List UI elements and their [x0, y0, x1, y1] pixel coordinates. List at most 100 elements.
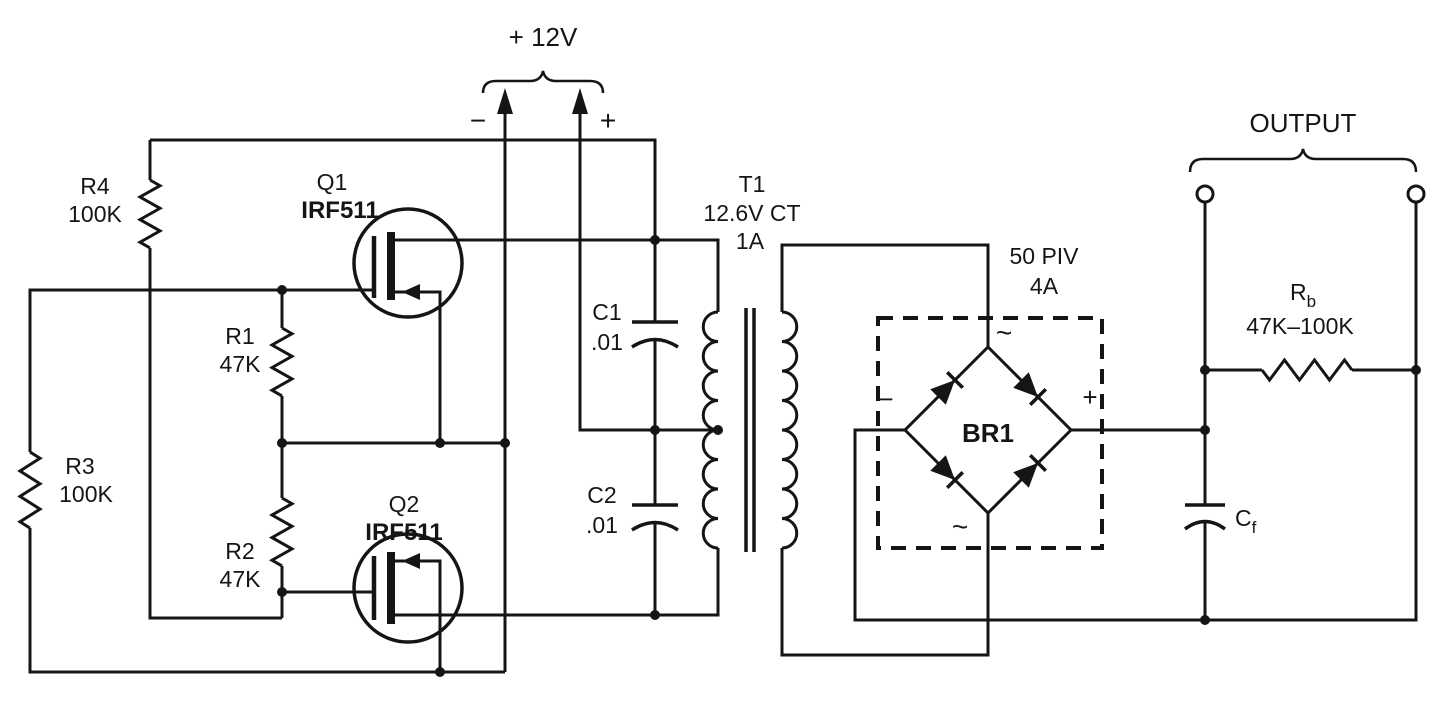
br1-ac-bottom-label: ~: [952, 511, 968, 542]
output-brace: [1188, 148, 1418, 173]
top-rail-wire: [150, 138, 657, 240]
br1-neg-output-wire: [853, 428, 1205, 622]
junction-dots: [277, 235, 1421, 677]
junction-gate2: [277, 587, 287, 597]
bridge-br1: 50 PIV 4A BR1 ~ ~ − +: [853, 243, 1205, 622]
c2-plate-bottom: [631, 520, 679, 532]
t1-secondary-coil: [781, 310, 799, 550]
br1-neg-label: −: [878, 384, 893, 414]
r1-zigzag: [268, 326, 296, 398]
wires-left: [28, 138, 657, 674]
resistor-r1: R1 47K: [220, 323, 296, 398]
power-input: + 12V − +: [470, 22, 718, 672]
junction-cf-bottom: [1200, 615, 1210, 625]
junction-drain1: [650, 235, 660, 245]
c1-ref: C1: [592, 299, 621, 325]
rb-ref-sub: b: [1307, 292, 1316, 311]
bleeder-rb: Rb 47K–100K: [1205, 279, 1416, 383]
q1-part: IRF511: [301, 197, 378, 224]
cf-ref: Cf: [1235, 505, 1257, 537]
br1-piv-rating: 50 PIV: [1009, 243, 1079, 269]
capacitor-c1: C1 .01: [591, 240, 679, 430]
br1-current-rating: 4A: [1030, 273, 1059, 299]
r1-ref: R1: [225, 323, 254, 349]
junction-drain2: [650, 610, 660, 620]
junction-bridge-pos: [1200, 425, 1210, 435]
diode-bottom-left-icon: [930, 455, 965, 490]
cf-ref-main: C: [1235, 505, 1252, 531]
bottom-rail-wire: [28, 528, 505, 674]
left-trunk-wire: [148, 248, 282, 620]
output-neg-rail-wire: [1205, 202, 1418, 622]
supply-neg-label: −: [470, 105, 486, 136]
output-terminal-left: [1195, 184, 1215, 204]
diode-top-right-icon: [1013, 372, 1048, 407]
c2-ref: C2: [587, 482, 616, 508]
junction-neg-rail: [500, 438, 510, 448]
c1-value: .01: [591, 329, 623, 355]
secondary-bottom-wire: [780, 513, 990, 657]
rb-ref: Rb: [1290, 279, 1316, 311]
secondary-top-wire: [780, 243, 990, 347]
rb-zigzag: [1260, 357, 1354, 383]
mosfet-q1: Q1 IRF511: [301, 169, 720, 443]
c1-plate-bottom: [631, 337, 679, 349]
output-label: OUTPUT: [1250, 108, 1357, 138]
br1-ac-top-label: ~: [996, 317, 1012, 348]
junction-rb-right: [1411, 365, 1421, 375]
cf-plate-bottom: [1183, 519, 1227, 531]
r1-value: 47K: [220, 351, 262, 377]
rb-value: 47K–100K: [1246, 313, 1354, 339]
q2-body-circle: [352, 532, 464, 644]
r3-zigzag: [17, 450, 43, 530]
t1-spec: 12.6V CT: [703, 200, 800, 226]
r2-zigzag: [268, 496, 296, 568]
r3-value: 100K: [59, 481, 113, 507]
q1-source-arrow-icon: [402, 284, 420, 300]
junction-center-tap-branch: [650, 425, 660, 435]
q2-source-arrow-icon: [402, 553, 420, 569]
supply-brace: [481, 70, 605, 94]
br1-ref: BR1: [962, 418, 1014, 448]
resistor-r2: R2 47K: [220, 496, 296, 592]
cf-ref-sub: f: [1252, 518, 1257, 537]
t1-ref: T1: [739, 171, 766, 197]
capacitor-c2: C2 .01: [586, 430, 679, 615]
q1-drain-wire: [391, 238, 720, 312]
r4-value: 100K: [68, 201, 122, 227]
pos-arrow-icon: [572, 88, 588, 114]
junction-source2: [435, 667, 445, 677]
r4-ref: R4: [80, 173, 110, 199]
q2-ref: Q2: [389, 491, 420, 517]
junction-source1: [435, 438, 445, 448]
c2-value: .01: [586, 512, 618, 538]
pos-supply-wire: [578, 108, 718, 432]
junction-rb-left: [1200, 365, 1210, 375]
br1-dashed-box: [876, 316, 1104, 550]
r4-zigzag: [136, 178, 164, 250]
diode-bottom-right-icon: [1013, 453, 1048, 488]
junction-r1-r2: [277, 438, 287, 448]
resistor-r4: R4 100K: [68, 173, 164, 250]
neg-arrow-icon: [497, 88, 513, 114]
junction-center-tap: [713, 425, 723, 435]
output-terminal-right: [1406, 184, 1426, 204]
diode-top-left-icon: [930, 370, 965, 405]
q2-drain-wire: [391, 548, 720, 617]
transformer-t1: T1 12.6V CT 1A: [701, 171, 990, 657]
r2-ref: R2: [225, 538, 254, 564]
resistor-r3: R3 100K: [17, 450, 114, 530]
mosfet-q2: Q2 IRF511: [352, 491, 720, 672]
br1-pos-label: +: [1082, 382, 1097, 412]
output-section: OUTPUT Rb 47K–100K Cf: [1183, 108, 1426, 622]
q1-ref: Q1: [317, 169, 348, 195]
r3-ref: R3: [65, 453, 94, 479]
br1-diamond: [902, 344, 1074, 516]
junction-gate1: [277, 285, 287, 295]
supply-pos-label: +: [600, 105, 616, 136]
gate1-wire: [28, 288, 374, 452]
rb-ref-main: R: [1290, 279, 1307, 305]
q1-body-circle: [352, 207, 464, 319]
filter-cf: Cf: [1183, 503, 1257, 620]
